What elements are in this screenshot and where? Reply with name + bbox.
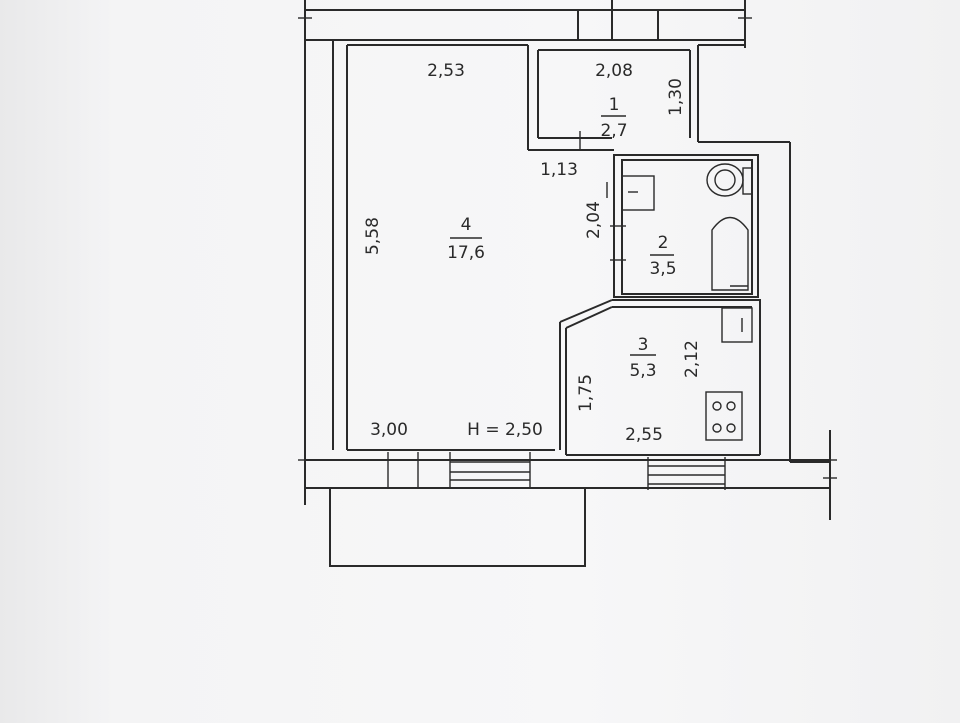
room3-number: 3 — [638, 335, 649, 355]
room4-area: 17,6 — [447, 243, 485, 263]
dim-room1-top: 2,08 — [595, 61, 633, 81]
bathroom-walls — [579, 131, 759, 298]
room2-number: 2 — [658, 233, 669, 253]
sink-bathroom-icon — [621, 175, 655, 211]
dim-kitchen-right: 2,12 — [682, 340, 702, 378]
dim-kitchen-bottom: 2,55 — [625, 425, 663, 445]
dim-room4-top: 2,53 — [427, 61, 465, 81]
stove-icon — [705, 391, 743, 441]
room1-area: 2,7 — [600, 121, 627, 141]
balcony — [329, 488, 586, 567]
room4-number: 4 — [461, 215, 472, 235]
sink-kitchen-icon — [721, 307, 753, 343]
dim-room1-right: 1,30 — [666, 78, 686, 116]
dim-bath-left: 2,04 — [584, 201, 604, 239]
ceiling-height: H = 2,50 — [467, 420, 543, 440]
toilet-icon — [706, 163, 753, 197]
bathtub-icon — [711, 216, 749, 291]
room3-area: 5,3 — [629, 361, 656, 381]
room1-number: 1 — [609, 95, 620, 115]
window-kitchen — [647, 457, 726, 490]
dim-room4-left: 5,58 — [363, 217, 383, 255]
kitchen-walls — [559, 299, 761, 456]
room2-area: 3,5 — [649, 259, 676, 279]
window-room4 — [387, 452, 531, 488]
dim-kitchen-left: 1,75 — [576, 374, 596, 412]
outer-walls — [298, 39, 837, 520]
dim-corridor-bottom: 1,13 — [540, 160, 578, 180]
dim-room4-bottom: 3,00 — [370, 420, 408, 440]
top-wall — [298, 0, 752, 48]
